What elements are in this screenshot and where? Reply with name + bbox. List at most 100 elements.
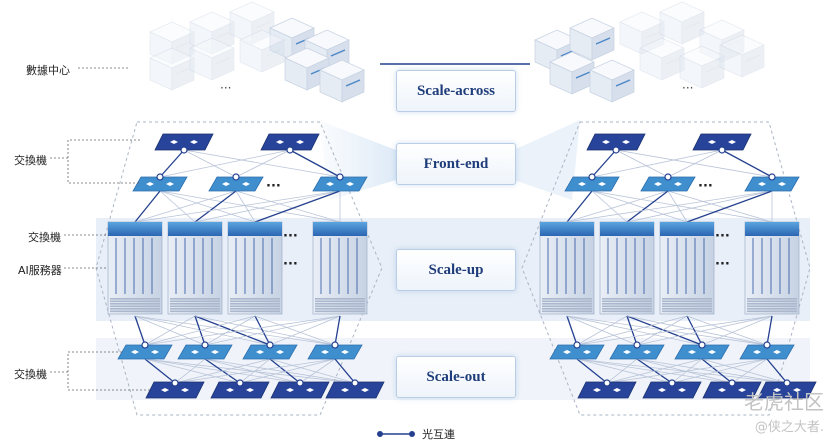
- right-link-sr-0-2: [591, 190, 688, 223]
- right-second-switch-0: [564, 176, 620, 192]
- server-cube-right-5: [659, 1, 705, 45]
- left-ellipsis-0: ···: [266, 179, 281, 194]
- left-link-sr-1-3: [235, 190, 341, 223]
- right-link-sr-0-1: [591, 190, 628, 223]
- left-link-fe-1-2: [289, 149, 341, 178]
- left-leaf-node-0: [171, 379, 179, 387]
- legend: 光互連: [376, 426, 455, 442]
- server-cube-left-8: [319, 59, 365, 103]
- left-leaf-switch-3: [325, 381, 385, 399]
- left-ellipsis-2: ···: [283, 257, 298, 272]
- right-second-node-1: [664, 173, 672, 181]
- label-data-center: 數據中心: [26, 64, 70, 77]
- band-label-scale-across: Scale-across: [396, 70, 516, 112]
- right-link-rb-1-0: [576, 315, 628, 346]
- right-leaf-node-2: [728, 379, 736, 387]
- right-link-sr-1-1: [626, 190, 669, 223]
- left-link-sr-0-0: [134, 190, 161, 223]
- left-ai-server-rack-1: [167, 221, 223, 315]
- server-cube-right-1: [569, 17, 615, 61]
- left-spine-switch-0: [117, 344, 173, 360]
- left-second-node-2: [336, 173, 344, 181]
- right-link-bb-2-2: [701, 358, 733, 384]
- right-link-bb-2-0: [606, 358, 703, 384]
- right-link-bb-1-0: [606, 358, 638, 384]
- left-top-node-0: [180, 146, 188, 154]
- beam-right: [514, 120, 580, 200]
- left-link-rb-1-0: [144, 315, 196, 346]
- left-second-switch-2: [312, 176, 368, 192]
- left-link-bb-1-0: [174, 358, 206, 384]
- right-link-bb-3-2: [731, 358, 768, 384]
- band-label-scale-up: Scale-up: [396, 249, 516, 291]
- left-spine-node-0: [141, 341, 149, 349]
- server-cube-left-2: [229, 1, 275, 45]
- label-switch-top: 交換機: [14, 154, 47, 167]
- right-link-rb-3-0: [576, 315, 773, 346]
- right-spine-switch-0: [549, 344, 605, 360]
- right-leaf-switch-3: [757, 381, 817, 399]
- left-top-node-1: [286, 146, 294, 154]
- left-spine-switch-2: [242, 344, 298, 360]
- left-link-rb-1-2: [194, 315, 271, 346]
- left-link-bb-0-0: [144, 358, 176, 384]
- right-link-bb-3-0: [606, 358, 768, 384]
- right-link-rb-2-3: [686, 315, 768, 346]
- left-link-rb-2-3: [254, 315, 336, 346]
- left-link-rb-2-0: [144, 315, 256, 346]
- left-link-bb-2-2: [269, 358, 301, 384]
- right-link-fe-1-0: [591, 149, 723, 178]
- right-spine-switch-1: [609, 344, 665, 360]
- watermark-site: 老虎社区: [744, 390, 824, 414]
- right-spine-node-3: [763, 341, 771, 349]
- left-leaf-switch-1: [210, 381, 270, 399]
- right-ai-server-rack-2: [659, 221, 715, 315]
- server-cube-right-6: [699, 19, 745, 63]
- left-ellipsis-1: ···: [283, 229, 298, 244]
- legend-label: 光互連: [422, 428, 455, 441]
- right-link-sr-1-0: [566, 190, 669, 223]
- band-label-front-end: Front-end: [396, 143, 516, 185]
- left-link-bb-0-3: [144, 358, 356, 384]
- right-ai-server-rack-3: [744, 221, 800, 315]
- right-link-sr-1-3: [667, 190, 773, 223]
- left-spine-switch-1: [177, 344, 233, 360]
- right-link-rb-3-2: [701, 315, 773, 346]
- server-cube-right-2: [549, 51, 595, 95]
- right-link-bb-0-1: [576, 358, 673, 384]
- right-link-fe-0-1: [615, 149, 669, 178]
- right-ellipsis-0: ···: [698, 179, 713, 194]
- right-second-switch-2: [744, 176, 800, 192]
- left-link-rb-2-2: [254, 315, 271, 346]
- right-spine-node-0: [573, 341, 581, 349]
- left-link-sr-0-1: [159, 190, 196, 223]
- left-link-bb-2-3: [269, 358, 356, 384]
- right-link-bb-3-1: [671, 358, 768, 384]
- right-spine-switch-2: [674, 344, 730, 360]
- left-link-fe-1-0: [159, 149, 291, 178]
- right-link-bb-2-3: [701, 358, 788, 384]
- right-leaf-node-1: [668, 379, 676, 387]
- right-leaf-switch-0: [577, 381, 637, 399]
- watermark-user: @侠之大者.: [754, 420, 824, 435]
- right-ellipsis-1: ···: [715, 229, 730, 244]
- right-link-fe-0-2: [615, 149, 773, 178]
- right-second-node-0: [588, 173, 596, 181]
- left-leaf-switch-0: [145, 381, 205, 399]
- cloud-ellipsis-1: ···: [682, 81, 693, 95]
- left-ai-server-rack-3: [312, 221, 368, 315]
- left-link-rb-0-0: [134, 315, 146, 346]
- left-link-fe-0-1: [183, 149, 237, 178]
- left-link-rb-3-2: [269, 315, 341, 346]
- server-cube-left-0: [149, 21, 195, 65]
- right-link-sr-2-2: [686, 190, 773, 223]
- right-leaf-node-0: [603, 379, 611, 387]
- left-link-fe-1-1: [235, 149, 291, 178]
- left-leaf-node-1: [236, 379, 244, 387]
- right-link-bb-3-3: [766, 358, 788, 384]
- left-link-rb-1-3: [194, 315, 336, 346]
- left-link-rb-3-3: [334, 315, 341, 346]
- server-cube-right-3: [589, 59, 635, 103]
- left-link-rb-2-1: [204, 315, 256, 346]
- left-link-sr-2-0: [134, 190, 341, 223]
